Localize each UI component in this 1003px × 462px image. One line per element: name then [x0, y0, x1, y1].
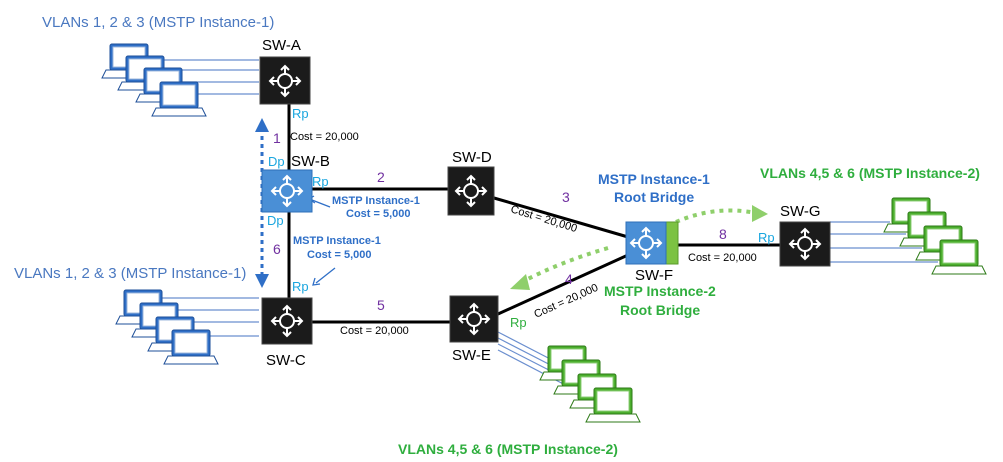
link-number-4: 4 — [565, 271, 573, 287]
group-label-mid-left: VLANs 1, 2 & 3 (MSTP Instance-1) — [14, 265, 246, 282]
pc-group-mid-left — [115, 289, 219, 365]
port-c-rp: Rp — [292, 279, 309, 294]
switch-d-name: SW-D — [452, 149, 492, 166]
switch-e[interactable] — [449, 295, 499, 343]
root-bridge-1-line1: MSTP Instance-1 — [598, 171, 710, 187]
annotation-b-d-line1: MSTP Instance-1 — [332, 195, 420, 207]
switch-b[interactable] — [261, 169, 313, 213]
switch-c[interactable] — [261, 297, 313, 345]
port-e-rp: Rp — [510, 315, 527, 330]
group-label-top-right: VLANs 4,5 & 6 (MSTP Instance-2) — [760, 165, 980, 181]
link-e-f — [497, 253, 629, 316]
cost-e-f: Cost = 20,000 — [532, 282, 600, 321]
switch-c-name: SW-C — [266, 352, 306, 369]
cost-c-e: Cost = 20,000 — [340, 325, 409, 337]
cost-f-g: Cost = 20,000 — [688, 252, 757, 264]
switch-f-name: SW-F — [635, 267, 673, 284]
port-b-dp-bottom: Dp — [267, 213, 284, 228]
link-number-2: 2 — [377, 169, 385, 185]
pc-group-top-left — [101, 43, 207, 117]
annotation-b-c-line1: MSTP Instance-1 — [293, 235, 381, 247]
root-bridge-1-line2: Root Bridge — [614, 189, 694, 205]
port-b-dp-top: Dp — [268, 154, 285, 169]
root-bridge-2-line1: MSTP Instance-2 — [604, 283, 716, 299]
switch-d[interactable] — [447, 166, 495, 216]
link-number-1: 1 — [273, 130, 281, 146]
dotted-arrow-green-top — [675, 205, 768, 224]
annotation-b-c-line2: Cost = 5,000 — [307, 249, 372, 261]
pc-group-bottom — [539, 345, 641, 423]
link-number-3: 3 — [562, 189, 570, 205]
link-number-8: 8 — [719, 226, 727, 242]
link-number-5: 5 — [377, 297, 385, 313]
switch-e-name: SW-E — [452, 347, 491, 364]
annotation-b-d-line2: Cost = 5,000 — [346, 208, 411, 220]
cost-a-b: Cost = 20,000 — [290, 131, 359, 143]
switch-b-name: SW-B — [291, 153, 330, 170]
switch-a[interactable] — [259, 56, 311, 105]
port-g-rp: Rp — [758, 230, 775, 245]
switch-a-name: SW-A — [262, 37, 301, 54]
dotted-arrow-green-bottom — [510, 246, 609, 290]
link-d-f — [493, 196, 629, 239]
port-a-rp: Rp — [292, 106, 309, 121]
switch-f[interactable] — [625, 221, 679, 265]
group-label-bottom: VLANs 4,5 & 6 (MSTP Instance-2) — [398, 441, 618, 457]
switch-g-name: SW-G — [780, 203, 821, 220]
port-b-rp: Rp — [312, 174, 329, 189]
switch-g[interactable] — [779, 221, 831, 267]
links — [287, 104, 780, 324]
link-number-6: 6 — [273, 241, 281, 257]
group-label-top-left: VLANs 1, 2 & 3 (MSTP Instance-1) — [42, 14, 274, 31]
root-bridge-2-line2: Root Bridge — [620, 302, 700, 318]
